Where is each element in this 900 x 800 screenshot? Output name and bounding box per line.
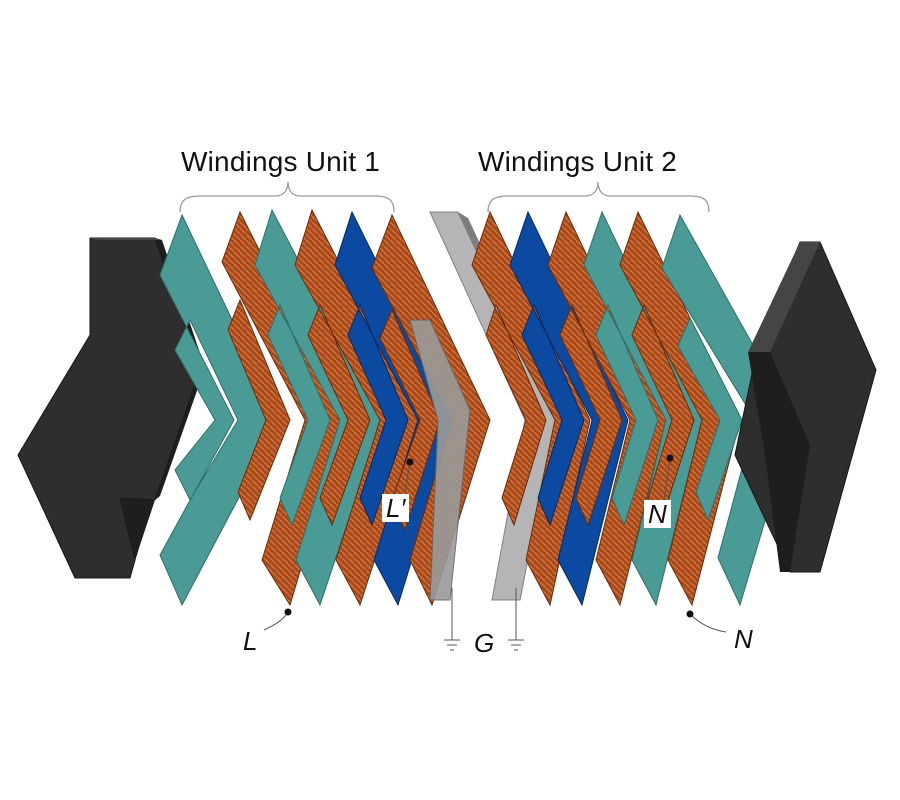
terminal-leads: [263, 454, 727, 651]
windings-unit-2-label: Windings Unit 2: [478, 146, 678, 177]
terminal-n-lower-label: N: [734, 624, 753, 654]
terminal-l-prime-label: L′: [382, 494, 410, 522]
unit-2-brace: [487, 181, 710, 213]
terminal-g-label: G: [474, 628, 495, 658]
shield-plate: [509, 210, 629, 607]
terminal-n-upper-label: N: [644, 500, 671, 528]
winding-unit-1: [159, 208, 491, 607]
copper-winding: [471, 210, 591, 607]
right-core: [734, 241, 877, 573]
windings-unit-1-label: Windings Unit 1: [181, 146, 381, 177]
ground-plate: [409, 319, 471, 601]
unit-1-brace: [179, 181, 395, 213]
left-core: [17, 237, 205, 579]
terminal-l-label: L: [243, 626, 258, 656]
